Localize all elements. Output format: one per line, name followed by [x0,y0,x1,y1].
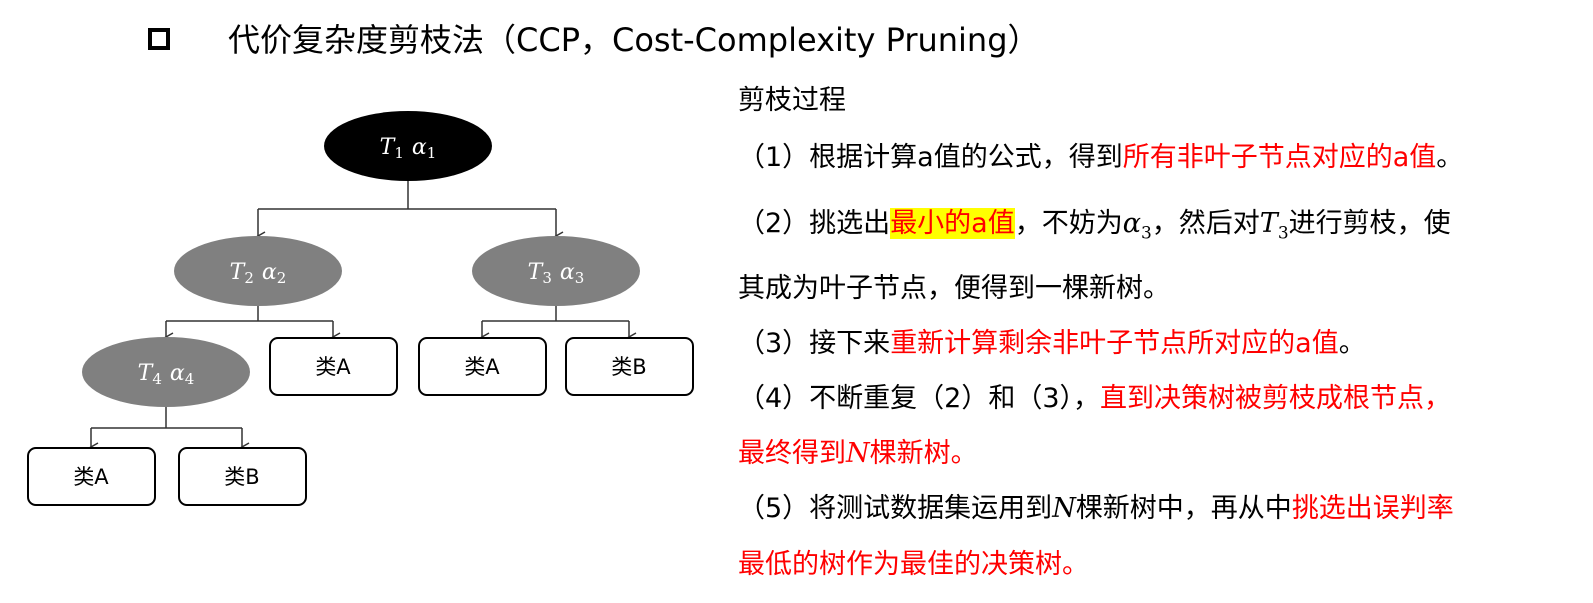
step-4-line-2-b: 棵新树。 [869,438,978,469]
step-4-emphasis: 直到决策树被剪枝成根节点， [1100,383,1452,414]
process-heading: 剪枝过程 [738,85,846,116]
step-2-alpha: α [1122,208,1141,239]
step-3-text: （3）接下来 [738,328,891,359]
step-2-text: （2）挑选出 [738,208,891,239]
step-3-emphasis: 重新计算剩余非叶子节点所对应的a值 [890,328,1339,359]
svg-text:类A: 类A [464,355,500,379]
step-4-line-2: 最终得到N棵新树。 [738,435,978,473]
tree-leaf: 类A [418,337,547,396]
tree-edges [89,180,637,452]
step-2-line-2: 其成为叶子节点，便得到一棵新树。 [738,273,1170,304]
step-1-end: 。 [1436,142,1464,173]
step-2-mid: ，不妨为 [1014,208,1123,239]
title-bullet-icon [148,28,170,50]
tree-leaf: 类A [27,447,156,506]
step-2-highlight: 最小的a值 [890,208,1015,239]
step-2-t-sub: 3 [1277,223,1289,244]
step-5-text: （5）将测试数据集运用到 [738,493,1053,524]
page-title: 代价复杂度剪枝法（CCP，Cost-Complexity Pruning） [228,21,1040,59]
step-4-line-2-a: 最终得到 [738,438,846,469]
svg-text:类A: 类A [73,465,109,489]
tree-leaf: 类B [565,337,694,396]
step-3: （3）接下来重新计算剩余非叶子节点所对应的a值。 [738,325,1366,363]
step-5: （5）将测试数据集运用到N棵新树中，再从中挑选出误判率 [738,490,1454,528]
svg-text:类B: 类B [224,465,259,489]
step-5-mid: 棵新树中，再从中 [1075,493,1292,524]
step-4: （4）不断重复（2）和（3），直到决策树被剪枝成根节点， [738,380,1451,418]
step-2-mid2: ，然后对 [1151,208,1260,239]
step-1: （1）根据计算a值的公式，得到所有非叶子节点对应的a值。 [738,139,1463,177]
step-4-n: N [846,438,870,469]
step-2: （2）挑选出最小的a值，不妨为α3，然后对T3进行剪枝，使 [738,205,1451,252]
step-5-n: N [1052,493,1076,524]
step-5-line-2: 最低的树作为最佳的决策树。 [738,549,1089,580]
step-4-text: （4）不断重复（2）和（3）， [738,383,1101,414]
step-1-text: （1）根据计算a值的公式，得到 [738,142,1123,173]
tree-leaf: 类A [269,337,398,396]
step-1-emphasis: 所有非叶子节点对应的a值 [1122,142,1437,173]
svg-text:类A: 类A [315,355,351,379]
tree-leaf: 类B [178,447,307,506]
step-5-emphasis: 挑选出误判率 [1291,493,1454,524]
svg-text:类B: 类B [611,355,646,379]
step-2-alpha-sub: 3 [1140,223,1152,244]
step-3-end: 。 [1338,328,1366,359]
step-2-t: T [1259,208,1278,239]
step-2-end: 进行剪枝，使 [1288,208,1451,239]
